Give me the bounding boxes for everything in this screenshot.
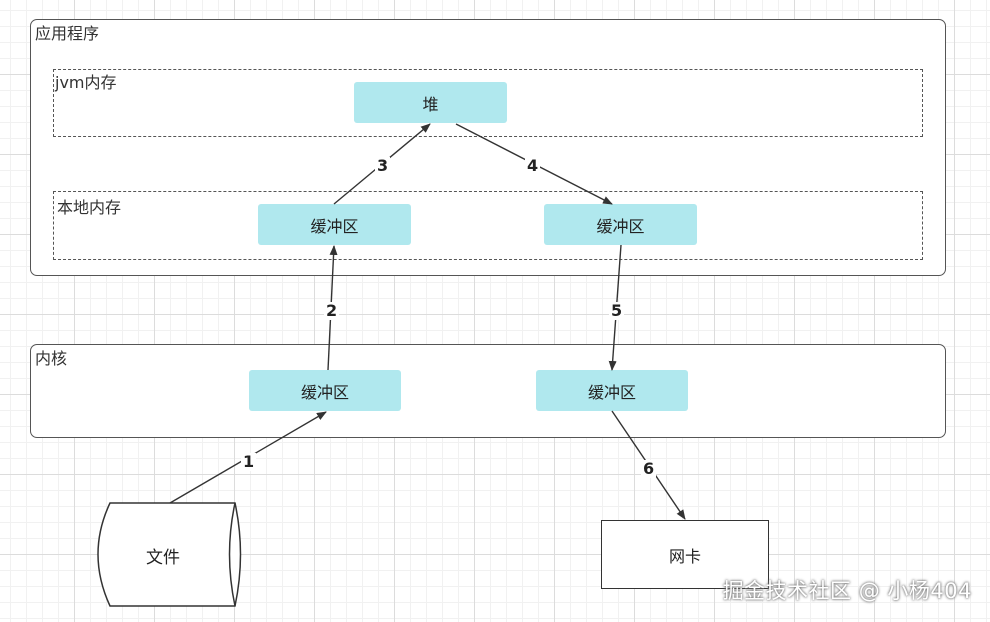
native-buffer-left: 缓冲区: [258, 204, 411, 245]
step-label-3: 3: [375, 156, 391, 175]
watermark-text: 掘金技术社区 @ 小杨404: [722, 579, 972, 603]
heap-node: 堆: [354, 82, 507, 123]
network-card-node: 网卡: [601, 520, 769, 589]
kernel-buffer-left: 缓冲区: [249, 370, 401, 411]
step-label-4: 4: [525, 156, 541, 175]
native-memory-label: 本地内存: [57, 198, 122, 217]
native-buffer-right: 缓冲区: [544, 204, 697, 245]
application-label: 应用程序: [35, 24, 100, 43]
file-label: 文件: [146, 548, 180, 568]
step-label-6: 6: [641, 459, 657, 478]
step-label-1: 1: [241, 452, 257, 471]
native-memory-region: [53, 191, 923, 260]
step-label-5: 5: [609, 301, 625, 320]
jvm-memory-region: [53, 69, 923, 137]
step-label-2: 2: [324, 301, 340, 320]
kernel-container: [30, 344, 946, 438]
kernel-label: 内核: [35, 349, 68, 368]
application-container: [30, 19, 946, 276]
file-storage-curve: [228, 502, 236, 607]
jvm-memory-label: jvm内存: [55, 73, 117, 92]
kernel-buffer-right: 缓冲区: [536, 370, 688, 411]
